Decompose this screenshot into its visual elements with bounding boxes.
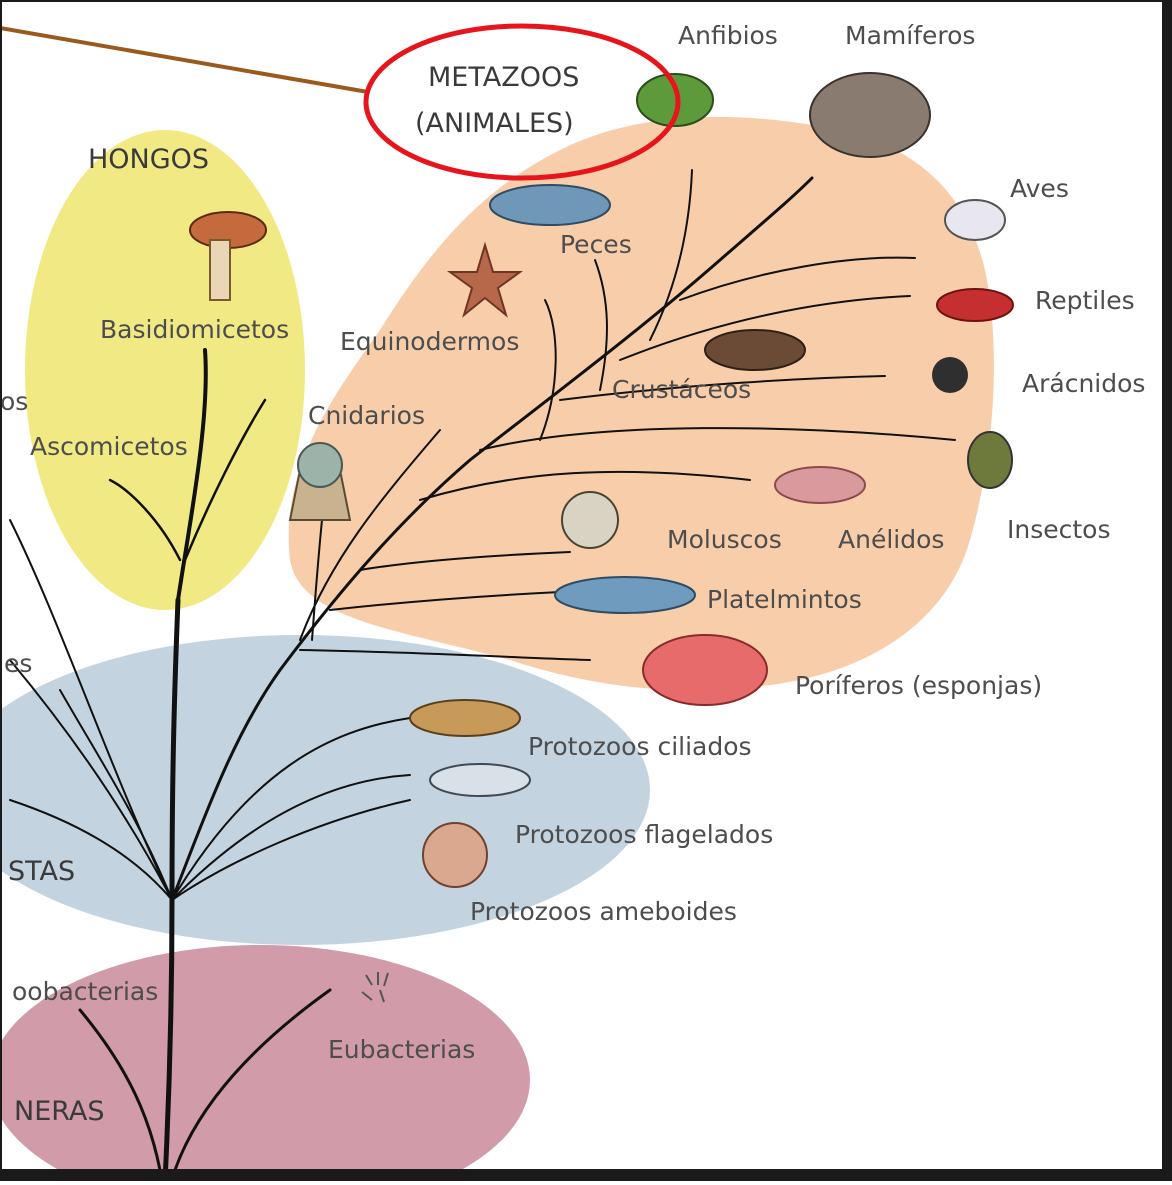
worm-icon [775, 467, 865, 503]
label-eubacterias: Eubacterias [328, 1035, 475, 1064]
label-aracnidos: Arácnidos [1022, 369, 1145, 398]
elephant-icon [810, 73, 930, 157]
fungi-region [25, 130, 305, 610]
label-ascomicetos: Ascomicetos [30, 432, 188, 461]
label-poriferos: Poríferos (esponjas) [795, 671, 1042, 700]
highlight-ellipse [366, 26, 678, 178]
group-hongos: HONGOS [88, 144, 209, 175]
label-protozoos-ameboides: Protozoos ameboides [470, 897, 737, 926]
anemone-tentacles-icon [298, 443, 342, 487]
group-metazoos-line1: METAZOOS [428, 62, 579, 93]
label-moluscos: Moluscos [667, 525, 782, 554]
label-reptiles: Reptiles [1035, 286, 1135, 315]
bottom-edge-bar [0, 1171, 1172, 1181]
sponge-icon [643, 635, 767, 705]
label-platelmintos: Platelmintos [707, 585, 862, 614]
pointer-line [0, 28, 368, 92]
fly-icon [968, 432, 1012, 488]
flagellate-icon [430, 764, 530, 796]
label-protozoos-ciliados: Protozoos ciliados [528, 732, 752, 761]
label-cianobacterias-partial: oobacterias [12, 977, 158, 1006]
snake-icon [937, 289, 1013, 321]
label-cnidarios: Cnidarios [308, 401, 425, 430]
label-peces: Peces [560, 230, 632, 259]
lobster-icon [705, 330, 805, 370]
label-aves: Aves [1010, 174, 1069, 203]
flatworm-icon [555, 577, 695, 613]
group-moneras-partial: NERAS [14, 1096, 105, 1127]
spider-icon [932, 357, 968, 393]
label-protista-partial: es [4, 649, 32, 678]
label-anfibios: Anfibios [678, 21, 778, 50]
amoeba-icon [423, 823, 487, 887]
fish-icon [490, 185, 610, 225]
label-equinodermos: Equinodermos [340, 327, 519, 356]
label-ascomicetos-partial: os [0, 387, 28, 416]
label-insectos: Insectos [1007, 515, 1111, 544]
label-anelidos: Anélidos [838, 525, 944, 554]
mushroom-stem-icon [210, 240, 230, 300]
right-edge-bar [1163, 0, 1172, 1181]
paramecium-icon [410, 700, 520, 736]
label-crustaceos: Crustáceos [612, 375, 751, 404]
label-basidiomicetos: Basidiomicetos [100, 315, 289, 344]
bird-icon [945, 200, 1005, 240]
group-protistas-partial: STAS [8, 856, 75, 887]
label-mamiferos: Mamíferos [845, 21, 975, 50]
group-metazoos-line2: (ANIMALES) [415, 108, 574, 139]
snail-icon [562, 492, 618, 548]
label-protozoos-flagelados: Protozoos flagelados [515, 820, 773, 849]
